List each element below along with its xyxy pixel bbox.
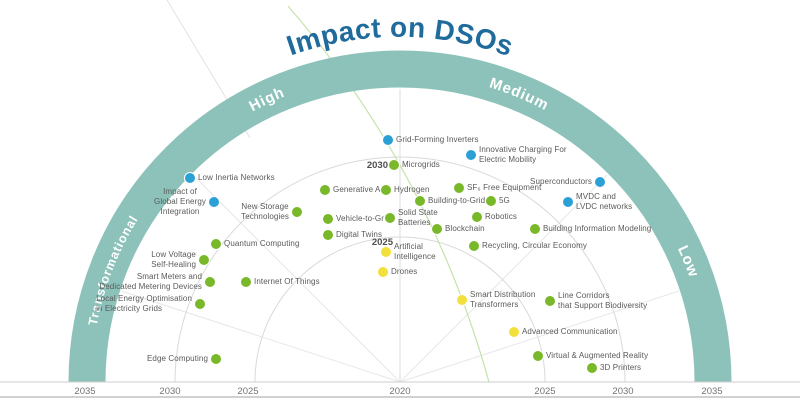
- tech-label: Generative AI: [333, 185, 383, 194]
- tech-label: Building Information Modeling: [543, 224, 652, 233]
- green-dot: [530, 224, 540, 234]
- green-dot: [381, 185, 391, 195]
- tech-label: 3D Printers: [600, 363, 642, 372]
- tech-label: Internet Of Things: [254, 277, 320, 286]
- tech-label: SF₆ Free Equipment: [467, 183, 542, 192]
- green-dot: [587, 363, 597, 373]
- blue-dot: [185, 173, 195, 183]
- tech-label: Recycling, Circular Economy: [482, 241, 587, 250]
- ring-2030: [174, 156, 626, 383]
- green-dot: [469, 241, 479, 251]
- green-dot: [195, 299, 205, 309]
- tech-label: Robotics: [485, 212, 517, 221]
- spoke-transformational: [120, 290, 401, 383]
- tech-label: Innovative Charging For Electric Mobilit…: [479, 145, 567, 164]
- ring-label-2030: 2030: [367, 160, 388, 171]
- tech-label: Edge Computing: [147, 354, 208, 363]
- green-dot: [545, 296, 555, 306]
- green-dot: [199, 255, 209, 265]
- yellow-dot: [381, 247, 391, 257]
- tech-label: Smart Distribution Transformers: [470, 290, 536, 309]
- axis-tick-right-2030: 2030: [612, 386, 633, 397]
- tech-label: Low Voltage Self-Healing: [151, 250, 196, 269]
- blue-dot: [595, 177, 605, 187]
- tech-label: Quantum Computing: [224, 239, 300, 248]
- axis-tick-center-2020: 2020: [389, 386, 410, 397]
- tech-label: Low Inertia Networks: [198, 173, 275, 182]
- green-dot: [323, 214, 333, 224]
- green-dot: [292, 207, 302, 217]
- axis-tick-right-2025: 2025: [534, 386, 555, 397]
- tech-label: Digital Twins: [336, 230, 383, 239]
- green-dot: [415, 196, 425, 206]
- tech-label: Artificial Intelligence: [394, 242, 436, 261]
- blue-dot: [466, 150, 476, 160]
- axis-tick-right-2035: 2035: [701, 386, 722, 397]
- spoke-medium-low: [399, 174, 608, 383]
- yellow-dot: [378, 267, 388, 277]
- yellow-dot: [457, 295, 467, 305]
- tech-label: Local Energy Optimisation in Electricity…: [96, 294, 192, 313]
- tech-label: Building-to-Grid: [428, 196, 486, 205]
- green-dot: [241, 277, 251, 287]
- green-dot: [533, 351, 543, 361]
- tech-label: Microgrids: [402, 160, 440, 169]
- green-dot: [385, 213, 395, 223]
- tech-label: 5G: [499, 196, 510, 205]
- axis-tick-left-2035: 2035: [74, 386, 95, 397]
- green-dot: [211, 239, 221, 249]
- tech-label: Superconductors: [530, 177, 592, 186]
- tech-label: Vehicle-to-Grid: [336, 214, 391, 223]
- tech-label: Blockchain: [445, 224, 485, 233]
- green-accent-curve: [287, 5, 490, 383]
- green-dot: [211, 354, 221, 364]
- yellow-dot: [509, 327, 519, 337]
- tech-label: Impact of Global Energy Integration: [154, 187, 206, 216]
- tech-label: Hydrogen: [394, 185, 430, 194]
- green-dot: [454, 183, 464, 193]
- green-dot: [486, 196, 496, 206]
- axis-tick-left-2030: 2030: [159, 386, 180, 397]
- green-dot: [472, 212, 482, 222]
- spoke-low: [399, 290, 680, 383]
- green-dot: [389, 160, 399, 170]
- blue-dot: [209, 197, 219, 207]
- tech-label: Smart Meters and Dedicated Metering Devi…: [99, 272, 202, 291]
- tech-label: Line Corridors that Support Biodiversity: [558, 291, 648, 310]
- tech-label: Grid-Forming Inverters: [396, 135, 479, 144]
- green-dot: [432, 224, 442, 234]
- tech-label: Advanced Communication: [522, 327, 618, 336]
- green-dot: [323, 230, 333, 240]
- tech-label: New Storage Technologies: [241, 202, 289, 221]
- tech-label: Virtual & Augmented Reality: [546, 351, 649, 360]
- green-dot: [205, 277, 215, 287]
- axis-tick-left-2025: 2025: [237, 386, 258, 397]
- tech-label: Drones: [391, 267, 418, 276]
- tech-label: Solid State Batteries: [398, 208, 438, 227]
- ring-label-2025: 2025: [372, 237, 394, 248]
- green-dot: [320, 185, 330, 195]
- tech-label: MVDC and LVDC networks: [576, 192, 633, 211]
- ring-2025: [254, 236, 546, 383]
- blue-dot: [563, 197, 573, 207]
- blue-dot: [383, 135, 393, 145]
- spoke-transformational-high: [192, 174, 401, 383]
